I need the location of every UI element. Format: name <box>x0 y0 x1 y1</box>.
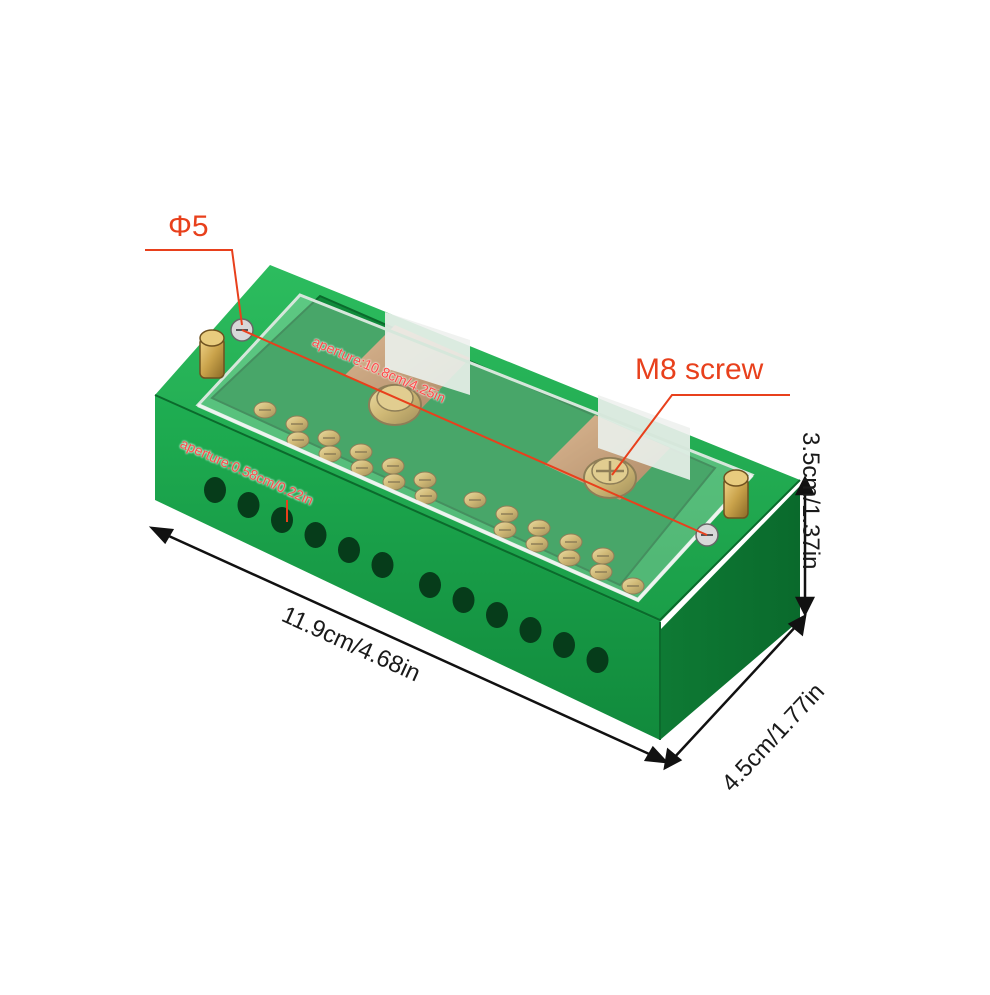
wiring-hole <box>419 572 441 598</box>
m8-screw-right <box>583 457 637 499</box>
terminal-screw <box>253 401 277 419</box>
annotation-lines <box>145 249 790 536</box>
terminal-screw <box>413 471 437 489</box>
wiring-hole <box>586 647 609 673</box>
label-strip-left <box>385 312 470 395</box>
terminal-screw <box>286 431 310 449</box>
terminal-screw <box>493 521 517 539</box>
terminal-screw <box>621 577 645 595</box>
length-arrow <box>159 530 659 760</box>
wiring-hole <box>452 587 475 613</box>
screw-type-label: M8 screw <box>635 353 764 386</box>
terminal-screws <box>253 401 645 595</box>
terminal-screw <box>350 459 374 477</box>
wiring-hole <box>338 537 360 563</box>
terminal-screw <box>527 519 551 537</box>
inner-compartment <box>210 294 717 587</box>
wiring-hole <box>271 507 293 533</box>
box-side-face <box>660 486 800 740</box>
terminal-screw <box>525 535 549 553</box>
wiring-hole <box>486 602 508 628</box>
aperture-long-line <box>241 329 708 536</box>
wiring-hole <box>237 492 260 518</box>
wiring-hole <box>371 552 394 578</box>
wiring-hole <box>204 477 226 503</box>
wiring-hole <box>553 632 575 658</box>
m8-leader <box>611 394 790 476</box>
height-dimension-label: 3.5cm/1.37in <box>797 432 824 570</box>
terminal-screw <box>463 491 487 509</box>
terminal-screw <box>557 549 581 567</box>
terminal-screw <box>589 563 613 581</box>
phi5-leader <box>145 249 243 326</box>
dimension-arrows <box>148 475 816 771</box>
box-front-face <box>155 395 660 740</box>
wiring-holes <box>204 477 609 673</box>
label-strip-right <box>598 395 690 480</box>
wiring-hole <box>519 617 542 643</box>
hole-diameter-label: Φ5 <box>168 210 209 243</box>
mounting-screw-left <box>199 329 225 379</box>
wiring-hole <box>304 522 327 548</box>
depth-arrow <box>671 623 799 761</box>
mounting-screw-right <box>723 469 749 519</box>
